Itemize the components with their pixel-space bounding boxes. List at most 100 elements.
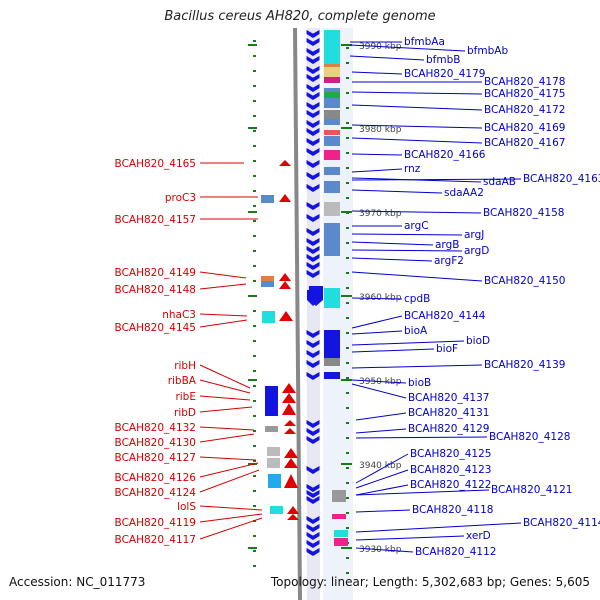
minus-strand-gene-arrow xyxy=(306,436,320,444)
right-gene-leader xyxy=(351,168,403,173)
left-gene-box xyxy=(270,506,283,514)
plus-strand-gene-box xyxy=(324,150,340,160)
right-gene-label: BCAH820_4178 xyxy=(484,76,565,88)
minus-strand-gene-arrow xyxy=(306,128,320,136)
right-gene-leader xyxy=(351,315,403,329)
plus-strand-gene-box xyxy=(334,538,348,546)
left-gene-arrow xyxy=(284,428,296,434)
right-gene-label: BCAH820_4131 xyxy=(408,407,489,419)
right-gene-leader xyxy=(355,428,407,434)
plus-strand-gene-box xyxy=(324,67,340,77)
plus-strand-gene-box xyxy=(324,30,340,50)
left-gene-leader xyxy=(199,271,247,279)
minus-strand-gene-arrow xyxy=(306,184,320,192)
left-gene-box xyxy=(261,281,274,287)
left-gene-arrow xyxy=(282,383,296,393)
right-gene-leader xyxy=(355,469,409,489)
genome-axis xyxy=(293,27,302,600)
minor-tick-left xyxy=(253,205,256,207)
minor-tick-right xyxy=(346,482,349,484)
minor-tick-right xyxy=(346,512,349,514)
plus-strand-gene-box xyxy=(324,167,340,175)
right-gene-leader xyxy=(351,340,465,346)
left-gene-label: BCAH820_4119 xyxy=(115,517,196,529)
minor-tick-right xyxy=(346,392,349,394)
minor-tick-right xyxy=(346,167,349,169)
left-gene-label: BCAH820_4149 xyxy=(115,267,196,279)
minus-strand-gene-arrow xyxy=(306,238,320,246)
minus-strand-track xyxy=(307,28,320,600)
right-gene-label: rnz xyxy=(404,163,421,175)
right-gene-label: BCAH820_4121 xyxy=(491,484,572,496)
right-gene-leader xyxy=(351,178,522,181)
plus-strand-gene-box xyxy=(324,288,340,308)
right-gene-leader xyxy=(351,124,483,129)
right-gene-label: cpdB xyxy=(404,293,430,305)
plus-strand-gene-box xyxy=(324,64,340,69)
right-gene-label: BCAH820_4123 xyxy=(410,464,491,476)
minor-tick-left xyxy=(253,475,256,477)
left-gene-box xyxy=(261,195,274,203)
minor-tick-left xyxy=(253,325,256,327)
right-gene-leader xyxy=(355,535,465,541)
minor-tick-right xyxy=(346,257,349,259)
minus-strand-gene-arrow xyxy=(306,92,320,100)
right-gene-label: BCAH820_4125 xyxy=(410,448,491,460)
minus-strand-gene-arrow xyxy=(306,160,320,168)
minor-tick-left xyxy=(253,535,256,537)
right-gene-leader xyxy=(355,436,488,439)
minor-tick-left xyxy=(253,235,256,237)
minor-tick-right xyxy=(346,572,349,574)
minus-strand-gene-arrow xyxy=(306,484,320,492)
left-gene-label: BCAH820_4148 xyxy=(115,284,196,296)
minor-tick-left xyxy=(253,445,256,447)
minus-strand-gene-arrow xyxy=(306,330,320,338)
left-gene-label: proC3 xyxy=(165,192,196,204)
left-gene-box xyxy=(262,311,275,323)
right-gene-label: argB xyxy=(435,239,459,251)
right-gene-label: BCAH820_4158 xyxy=(483,207,564,219)
plus-strand-gene-box xyxy=(324,92,340,98)
minor-tick-right xyxy=(346,47,349,49)
left-gene-leader xyxy=(199,319,248,328)
right-gene-label: bioF xyxy=(436,343,458,355)
right-gene-label: bfmbB xyxy=(426,54,460,66)
minus-strand-gene-arrow xyxy=(306,254,320,262)
right-gene-label: argJ xyxy=(464,229,484,241)
left-gene-box xyxy=(261,276,274,281)
right-gene-leader xyxy=(351,210,482,214)
left-gene-label: nhaC3 xyxy=(162,309,196,321)
left-gene-label: BCAH820_4126 xyxy=(115,472,197,484)
left-gene-arrow xyxy=(287,506,299,514)
left-gene-label: BCAH820_4145 xyxy=(115,322,196,334)
accession-label: Accession: NC_011773 xyxy=(9,575,146,589)
minus-strand-gene-arrow xyxy=(306,496,320,504)
minor-tick-left xyxy=(253,250,256,252)
right-gene-leader xyxy=(351,104,483,111)
minor-tick-left xyxy=(253,430,256,432)
summary-label: Topology: linear; Length: 5,302,683 bp; … xyxy=(270,575,590,589)
minor-tick-left xyxy=(253,550,256,552)
left-gene-arrow xyxy=(284,474,298,488)
right-gene-leader xyxy=(355,547,414,553)
minus-strand-gene-arrow xyxy=(306,110,320,118)
left-gene-label: ribBA xyxy=(168,375,197,387)
left-gene-arrow xyxy=(284,420,296,426)
right-gene-label: BCAH820_4112 xyxy=(415,546,496,558)
right-gene-leader xyxy=(351,71,403,75)
minus-strand-gene-arrow xyxy=(306,262,320,270)
left-gene-leader xyxy=(199,379,251,394)
minor-tick-right xyxy=(346,152,349,154)
minor-tick-left xyxy=(253,355,256,357)
left-gene-box xyxy=(265,426,278,432)
left-gene-leader xyxy=(199,406,253,413)
minus-strand-gene-arrow xyxy=(306,84,320,92)
minor-tick-left xyxy=(253,115,256,117)
right-gene-label: BCAH820_4175 xyxy=(484,88,565,100)
minor-tick-right xyxy=(346,467,349,469)
left-gene-arrow xyxy=(282,393,296,403)
minor-tick-right xyxy=(346,497,349,499)
right-gene-leader xyxy=(351,383,407,399)
minor-tick-right xyxy=(346,422,349,424)
minor-tick-left xyxy=(253,310,256,312)
